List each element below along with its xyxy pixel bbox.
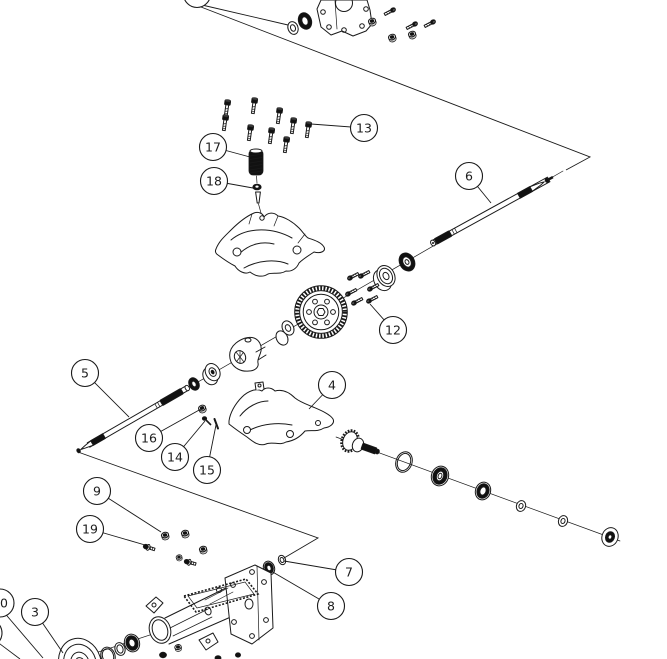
callout-14: 14 (160, 442, 190, 472)
retaining-ring-7 (277, 554, 287, 566)
callout-7: 7 (334, 557, 364, 587)
differential-carrier (229, 336, 267, 372)
callout-18: 18 (199, 166, 229, 196)
callout-9: 9 (82, 476, 112, 506)
pinion-seal (601, 527, 619, 547)
pinion-o-ring (395, 451, 413, 473)
fastener-cluster-9-19 (141, 528, 209, 568)
flange-nut-9 (160, 530, 171, 542)
callout-18-label: 18 (206, 174, 222, 189)
thrust-washer-1 (515, 500, 527, 512)
thrust-washer-2 (557, 515, 569, 527)
flange-nut-9 (198, 544, 209, 556)
flange-nut-16 (197, 403, 208, 415)
cap-screw-set-13 (220, 96, 313, 154)
tube-nut (173, 643, 183, 653)
hub-pulley (372, 264, 396, 292)
drive-pulley-3 (58, 637, 102, 659)
plate-bolt (405, 20, 419, 31)
leader-lines (0, 4, 592, 659)
bottom-axis-line (76, 628, 169, 659)
callout-16-label: 16 (141, 431, 157, 446)
callout-8-label: 8 (327, 599, 335, 614)
callout-19-label: 19 (82, 522, 98, 537)
ring-gear (294, 285, 348, 339)
callout-14-label: 14 (167, 450, 183, 465)
callout-6-label: 6 (465, 169, 473, 184)
small-nut (175, 553, 184, 563)
bottom-bearing-0 (123, 633, 141, 653)
callout-17-label: 17 (205, 140, 221, 155)
set-screw-14 (201, 416, 212, 426)
plate-washer (287, 21, 299, 35)
callout-13: 13 (349, 113, 379, 143)
pinion-gear-shaft (340, 429, 380, 455)
clipped-fastener (159, 651, 167, 659)
callout-3: 3 (20, 597, 50, 627)
flange-nut-9 (180, 528, 191, 540)
axle-tube-housing (145, 564, 274, 659)
callout-16: 16 (134, 423, 164, 453)
callout-9-label: 9 (93, 484, 101, 499)
callout-0-label: 0 (0, 596, 8, 611)
pulley-o-ring (100, 646, 116, 659)
upper-housing (214, 211, 325, 277)
upper-bearing (398, 252, 416, 272)
plate-nut (407, 29, 418, 41)
bearing-retainer (202, 362, 221, 386)
bracket-plate (224, 564, 274, 645)
callout-17: 17 (198, 132, 228, 162)
left-oil-seal (188, 377, 200, 391)
callout-bottom-left-partial (0, 624, 3, 642)
detent-washer-18 (252, 175, 262, 214)
callout-3-label: 3 (31, 605, 39, 620)
mounting-plate-assembly (287, 0, 437, 44)
callout-15-label: 15 (199, 463, 215, 478)
callout-7-label: 7 (345, 565, 353, 580)
plate-bolt (383, 6, 397, 17)
plate-oil-seal (297, 12, 313, 30)
plate-nut (387, 32, 398, 44)
callout-15: 15 (192, 455, 222, 485)
pinion-bearing-outer (474, 481, 492, 501)
clipped-fastener (234, 652, 241, 658)
lock-collar (275, 320, 295, 346)
callout-top-partial (184, 0, 210, 9)
lower-housing-4 (228, 381, 334, 446)
callout-4: 4 (317, 370, 347, 400)
detent-spring-17 (248, 148, 264, 176)
gasket (182, 578, 260, 613)
callout-13-label: 13 (356, 121, 372, 136)
callout-6: 6 (454, 161, 484, 191)
callout-0-partial: 0 (0, 588, 15, 618)
callout-19: 19 (75, 514, 105, 544)
axle-shaft-6 (430, 176, 554, 247)
callout-12-label: 12 (385, 323, 401, 338)
retainer-ring (114, 642, 126, 656)
plate-bolt (423, 18, 437, 29)
clipped-fastener (214, 655, 222, 659)
pinion-bearing-inner (430, 465, 450, 487)
axle-shaft-5 (76, 384, 190, 454)
flange-bolt (183, 557, 198, 568)
callout-12: 12 (378, 315, 408, 345)
callout-4-label: 4 (328, 378, 336, 393)
callout-5: 5 (70, 358, 100, 388)
callout-5-label: 5 (81, 366, 89, 381)
callout-8: 8 (316, 591, 346, 621)
roll-pin-15 (213, 418, 219, 430)
